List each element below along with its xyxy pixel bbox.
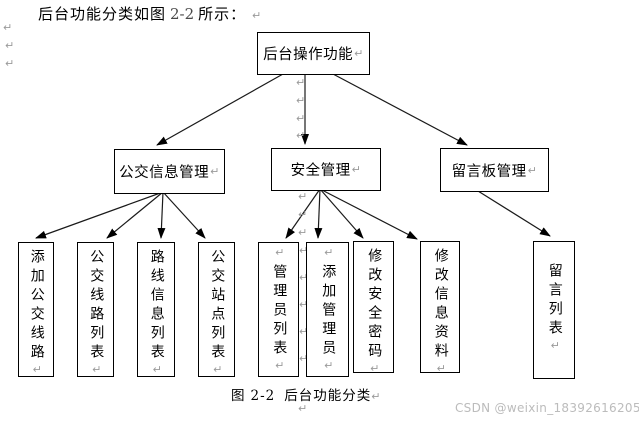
paragraph-mark-icon: ↵ — [299, 244, 309, 257]
heading-suffix: 所示： — [198, 5, 247, 23]
leaf-label: 留言列表 — [546, 263, 563, 339]
level2-box-message-board: 留言板管理↵ — [440, 148, 549, 192]
leaf-box-bus-route-list: 公交线路列表↵ — [77, 242, 114, 381]
leaf-box-route-info-list: 路线信息列表↵ — [137, 242, 175, 381]
heading-prefix: 后台功能分类如图 — [38, 5, 167, 23]
connector-root-messageboard — [332, 73, 468, 146]
leaf-label: 管理员列表 — [271, 264, 288, 359]
connector-businfo-leaf1 — [35, 191, 164, 239]
paragraph-mark-icon: ↵ — [3, 21, 13, 34]
paragraph-mark-icon: ↵ — [299, 298, 309, 311]
paragraph-mark-icon: ↵ — [368, 362, 382, 380]
leaf-box-add-admin: ↵添加管理员↵ — [306, 242, 349, 377]
paragraph-mark-icon: ↵ — [211, 363, 225, 381]
paragraph-mark-icon: ↵ — [371, 390, 382, 403]
connector-security-leaf2 — [314, 188, 323, 239]
paragraph-mark-icon: ↵ — [150, 363, 164, 381]
leaf-label: 公交线路列表 — [88, 249, 105, 363]
figure-reference: 2-2 — [170, 5, 195, 23]
connector-messageboard-leaf — [477, 190, 551, 237]
connector-businfo-leaf2 — [106, 191, 164, 239]
paragraph-mark-icon: ↵ — [299, 325, 309, 338]
paragraph-mark-icon: ↵ — [30, 363, 44, 381]
watermark: CSDN @weixin_18392616205 — [455, 401, 639, 415]
paragraph-mark-icon: ↵ — [298, 226, 308, 239]
paragraph-mark-icon: ↵ — [434, 362, 448, 380]
paragraph-mark-icon: ↵ — [298, 208, 308, 221]
leaf-box-modify-info-data: 修改信息资料↵ — [420, 241, 460, 380]
paragraph-mark-icon: ↵ — [90, 363, 104, 381]
level2-box-label: 安全管理 — [290, 163, 351, 179]
paragraph-mark-icon: ↵ — [548, 339, 562, 357]
level2-box-label: 公交信息管理 — [119, 165, 210, 181]
paragraph-mark-icon: ↵ — [296, 94, 306, 107]
connector-businfo-leaf3 — [157, 191, 166, 239]
paragraph-mark-icon: ↵ — [5, 39, 15, 52]
level2-box-security: 安全管理↵ — [271, 148, 381, 191]
connector-root-businfo — [156, 73, 284, 146]
connector-security-leaf3 — [319, 188, 364, 239]
caption-text: 后台功能分类 — [284, 388, 372, 404]
leaf-box-bus-stop-list: 公交站点列表↵ — [198, 242, 235, 381]
leaf-box-message-list: 留言列表↵ — [533, 241, 575, 379]
leaf-box-add-bus-route: 添加公交线路↵ — [18, 242, 54, 381]
paragraph-mark-icon: ↵ — [299, 271, 309, 284]
root-box-label: 后台操作功能 — [263, 47, 354, 63]
paragraph-mark-icon: ↵ — [322, 359, 336, 377]
leaf-label: 添加管理员 — [320, 264, 337, 359]
paragraph-mark-icon: ↵ — [351, 163, 362, 176]
paragraph-mark-icon: ↵ — [296, 112, 306, 125]
level2-box-bus-info: 公交信息管理↵ — [114, 149, 225, 194]
leaf-label: 修改信息资料 — [432, 248, 449, 362]
paragraph-mark-icon: ↵ — [5, 57, 15, 70]
leaf-box-admin-list: ↵管理员列表↵ — [258, 242, 299, 377]
paragraph-mark-icon: ↵ — [210, 165, 220, 178]
leaf-label: 添加公交线路 — [28, 249, 45, 363]
paragraph-mark-icon: ↵ — [273, 359, 287, 377]
caption-number: 2-2 — [250, 388, 276, 404]
leaf-label: 公交站点列表 — [209, 249, 226, 363]
leaf-box-change-security-password: 修改安全密码↵ — [353, 241, 394, 380]
level2-box-label: 留言板管理 — [451, 163, 527, 180]
leaf-label: 修改安全密码 — [366, 248, 383, 362]
paragraph-mark-icon: ↵ — [354, 47, 364, 60]
paragraph-mark-icon: ↵ — [527, 163, 538, 177]
paragraph-mark-icon: ↵ — [296, 76, 306, 89]
caption-prefix: 图 — [231, 388, 246, 404]
paragraph-mark-icon: ↵ — [273, 246, 287, 264]
paragraph-mark-icon: ↵ — [251, 9, 263, 22]
paragraph-mark-icon: ↵ — [299, 352, 309, 365]
paragraph-mark-icon: ↵ — [298, 402, 308, 415]
paragraph-mark-icon: ↵ — [296, 129, 306, 142]
connector-security-leaf4 — [319, 188, 418, 240]
leaf-label: 路线信息列表 — [148, 249, 165, 363]
paragraph-mark-icon: ↵ — [322, 246, 336, 264]
paragraph-mark-icon: ↵ — [298, 190, 308, 203]
connector-businfo-leaf4 — [162, 191, 206, 239]
root-box-backend-functions: 后台操作功能↵ — [257, 32, 370, 75]
